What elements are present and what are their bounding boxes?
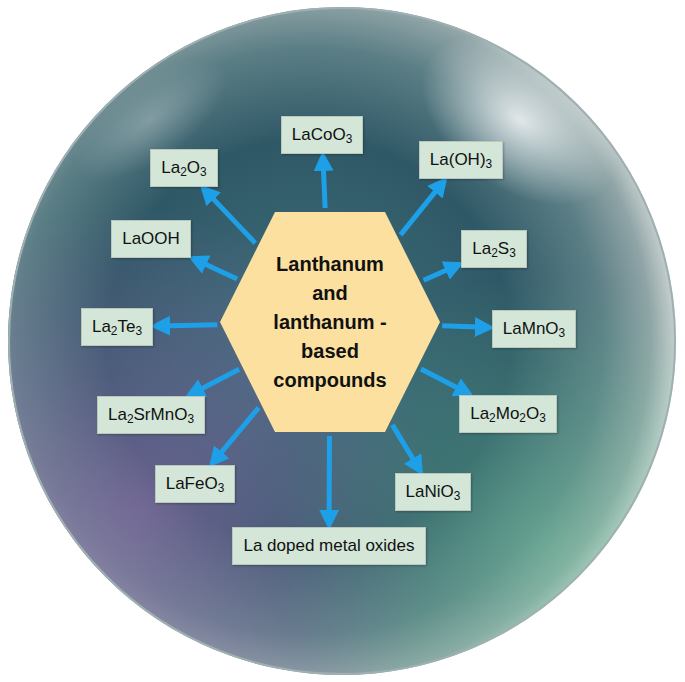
- compound-box: La2O3: [150, 149, 217, 187]
- center-hexagon: Lanthanum and lanthanum -based compounds: [220, 212, 440, 432]
- compound-label: La2S3: [472, 239, 516, 258]
- compound-label: LaFeO3: [166, 474, 225, 493]
- arrow-connector: [421, 369, 466, 392]
- subscript: 3: [135, 324, 142, 338]
- compound-label: LaNiO3: [406, 482, 461, 501]
- compound-box: La2Mo2O3: [459, 395, 557, 433]
- compound-label: La2O3: [161, 158, 206, 177]
- arrow-connector: [159, 325, 217, 326]
- subscript: 3: [200, 165, 207, 179]
- subscript: 2: [180, 165, 187, 179]
- compound-label: La doped metal oxides: [243, 536, 414, 555]
- compound-label: LaOOH: [122, 229, 180, 248]
- compound-box: LaFeO3: [155, 465, 236, 503]
- arrow-connector: [196, 260, 237, 279]
- subscript: 2: [111, 324, 118, 338]
- compound-label: LaMnO3: [503, 319, 565, 338]
- subscript: 2: [489, 411, 496, 425]
- compound-box: La2Te3: [81, 308, 153, 346]
- hexagon-title: Lanthanum and lanthanum -based compounds: [260, 250, 400, 395]
- arrow-connector: [392, 425, 418, 468]
- compound-box: La(OH)3: [419, 141, 503, 179]
- compound-box: La2S3: [461, 230, 527, 268]
- compound-label: La2SrMnO3: [108, 405, 194, 424]
- arrow-connector: [400, 184, 441, 235]
- compound-label: La2Te3: [92, 317, 142, 336]
- subscript: 2: [491, 246, 498, 260]
- arrow-connector: [193, 369, 239, 393]
- subscript: 3: [486, 157, 493, 171]
- arrow-connector: [327, 436, 332, 521]
- arrow-connector: [323, 160, 325, 208]
- arrow-connector: [424, 266, 456, 280]
- arrow-connector: [215, 408, 259, 461]
- compound-box: LaNiO3: [395, 473, 472, 511]
- subscript: 3: [454, 489, 461, 503]
- subscript: 2: [127, 412, 134, 426]
- compound-box: LaCoO3: [281, 116, 364, 154]
- compound-box: La doped metal oxides: [232, 527, 425, 565]
- compound-box: La2SrMnO3: [97, 396, 205, 434]
- subscript: 3: [539, 411, 546, 425]
- compound-label: La(OH)3: [430, 150, 492, 169]
- compound-label: LaCoO3: [292, 125, 353, 144]
- subscript: 2: [519, 411, 526, 425]
- compound-box: LaMnO3: [492, 310, 576, 348]
- compound-box: LaOOH: [111, 220, 191, 258]
- subscript: 3: [509, 246, 516, 260]
- arrow-connector: [206, 191, 255, 243]
- subscript: 3: [346, 132, 353, 146]
- subscript: 3: [559, 326, 566, 340]
- subscript: 3: [187, 412, 194, 426]
- arrow-connector: [442, 326, 486, 327]
- subscript: 3: [218, 481, 225, 495]
- compound-label: La2Mo2O3: [470, 404, 546, 423]
